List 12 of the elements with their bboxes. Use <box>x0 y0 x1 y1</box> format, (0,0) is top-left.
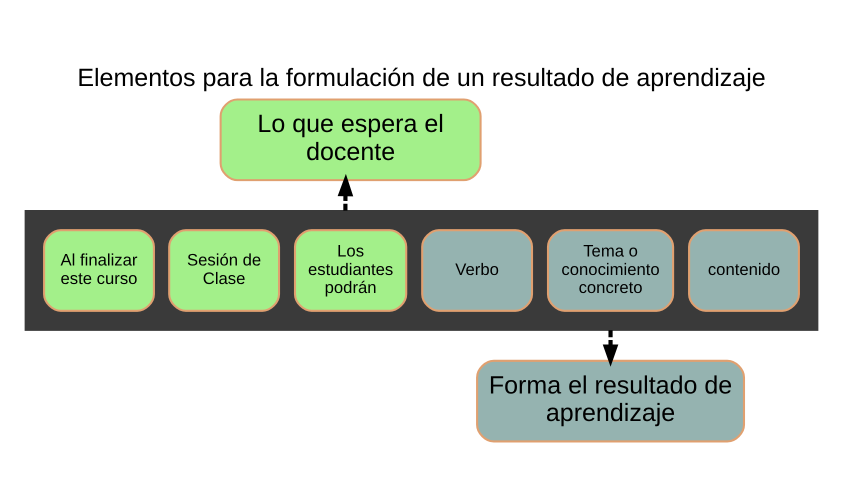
node-box: Sesión de Clase <box>168 229 280 312</box>
node-box: Tema o conocimiento concreto <box>546 229 674 312</box>
cluster <box>24 210 818 331</box>
diagram-title: Elementos para la formulación de un resultado de aprendizaje <box>77 64 766 92</box>
node-box: Forma el resultado de aprendizaje <box>476 360 746 442</box>
node-box: Al finalizar este curso <box>43 229 155 312</box>
arrow <box>338 174 354 211</box>
arrow <box>602 330 618 367</box>
node-box: Los estudiantes podrán <box>294 229 408 312</box>
node-box: contenido <box>688 229 800 312</box>
node-box: Verbo <box>421 229 534 312</box>
node-box: Lo que espera el docente <box>220 98 482 182</box>
